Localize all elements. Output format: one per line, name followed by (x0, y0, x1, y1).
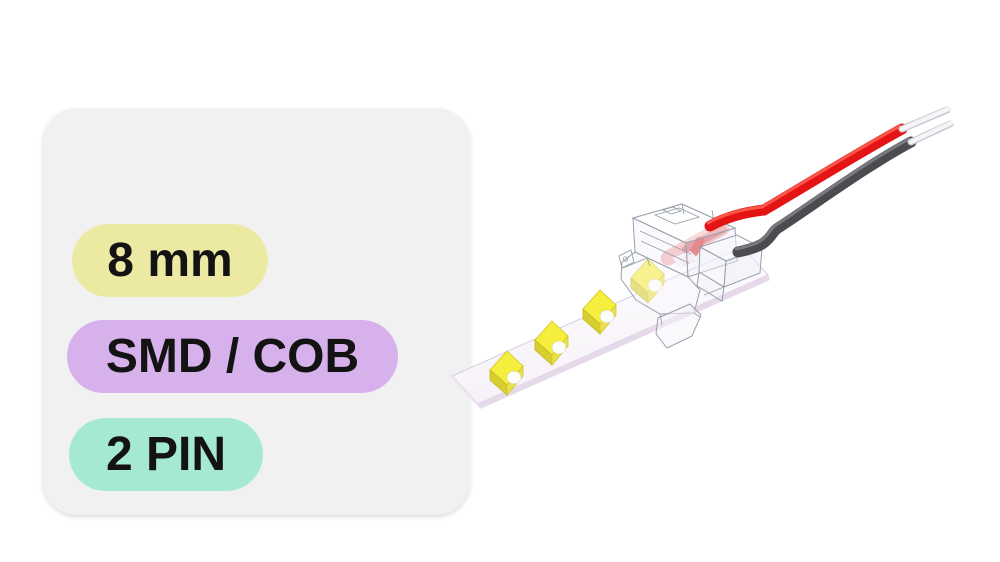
strip-connector (618, 203, 764, 349)
connector-edge-line (681, 203, 685, 215)
connector-latch-tab (661, 206, 683, 215)
led-strip-front-edge (478, 275, 770, 409)
led-strip (451, 246, 770, 409)
connector-clip-hole (622, 256, 629, 262)
black-wire-stripped-tip (908, 120, 954, 145)
connector-edge-line (693, 312, 701, 318)
connector-bottom-lip (655, 303, 702, 349)
connector-side-clip (618, 249, 635, 269)
connector-edge-line (659, 313, 663, 326)
connector-edge-line (640, 240, 690, 264)
led-strip-tip-edge (452, 376, 480, 409)
badge-chip-type: SMD / COB (67, 320, 398, 393)
connector-edge-line (622, 257, 651, 269)
spec-card: 8 mm SMD / COB 2 PIN (43, 108, 470, 515)
black-wire (732, 136, 917, 258)
connector-edge-line (703, 286, 725, 296)
red-wire-highlight (706, 124, 902, 225)
black-wire-highlight (734, 137, 911, 251)
red-wire-stripped-tip (899, 106, 951, 132)
badge-strip-width: 8 mm (72, 224, 268, 297)
connector-edge-line (639, 230, 692, 255)
connector-latch-outline (653, 207, 701, 225)
badge-pin-count: 2 PIN (69, 418, 263, 491)
connector-wire-retainer-base (696, 271, 725, 302)
red-wire (704, 123, 908, 232)
wire-pigtail (704, 106, 954, 258)
connector-contact-pad (671, 250, 700, 268)
